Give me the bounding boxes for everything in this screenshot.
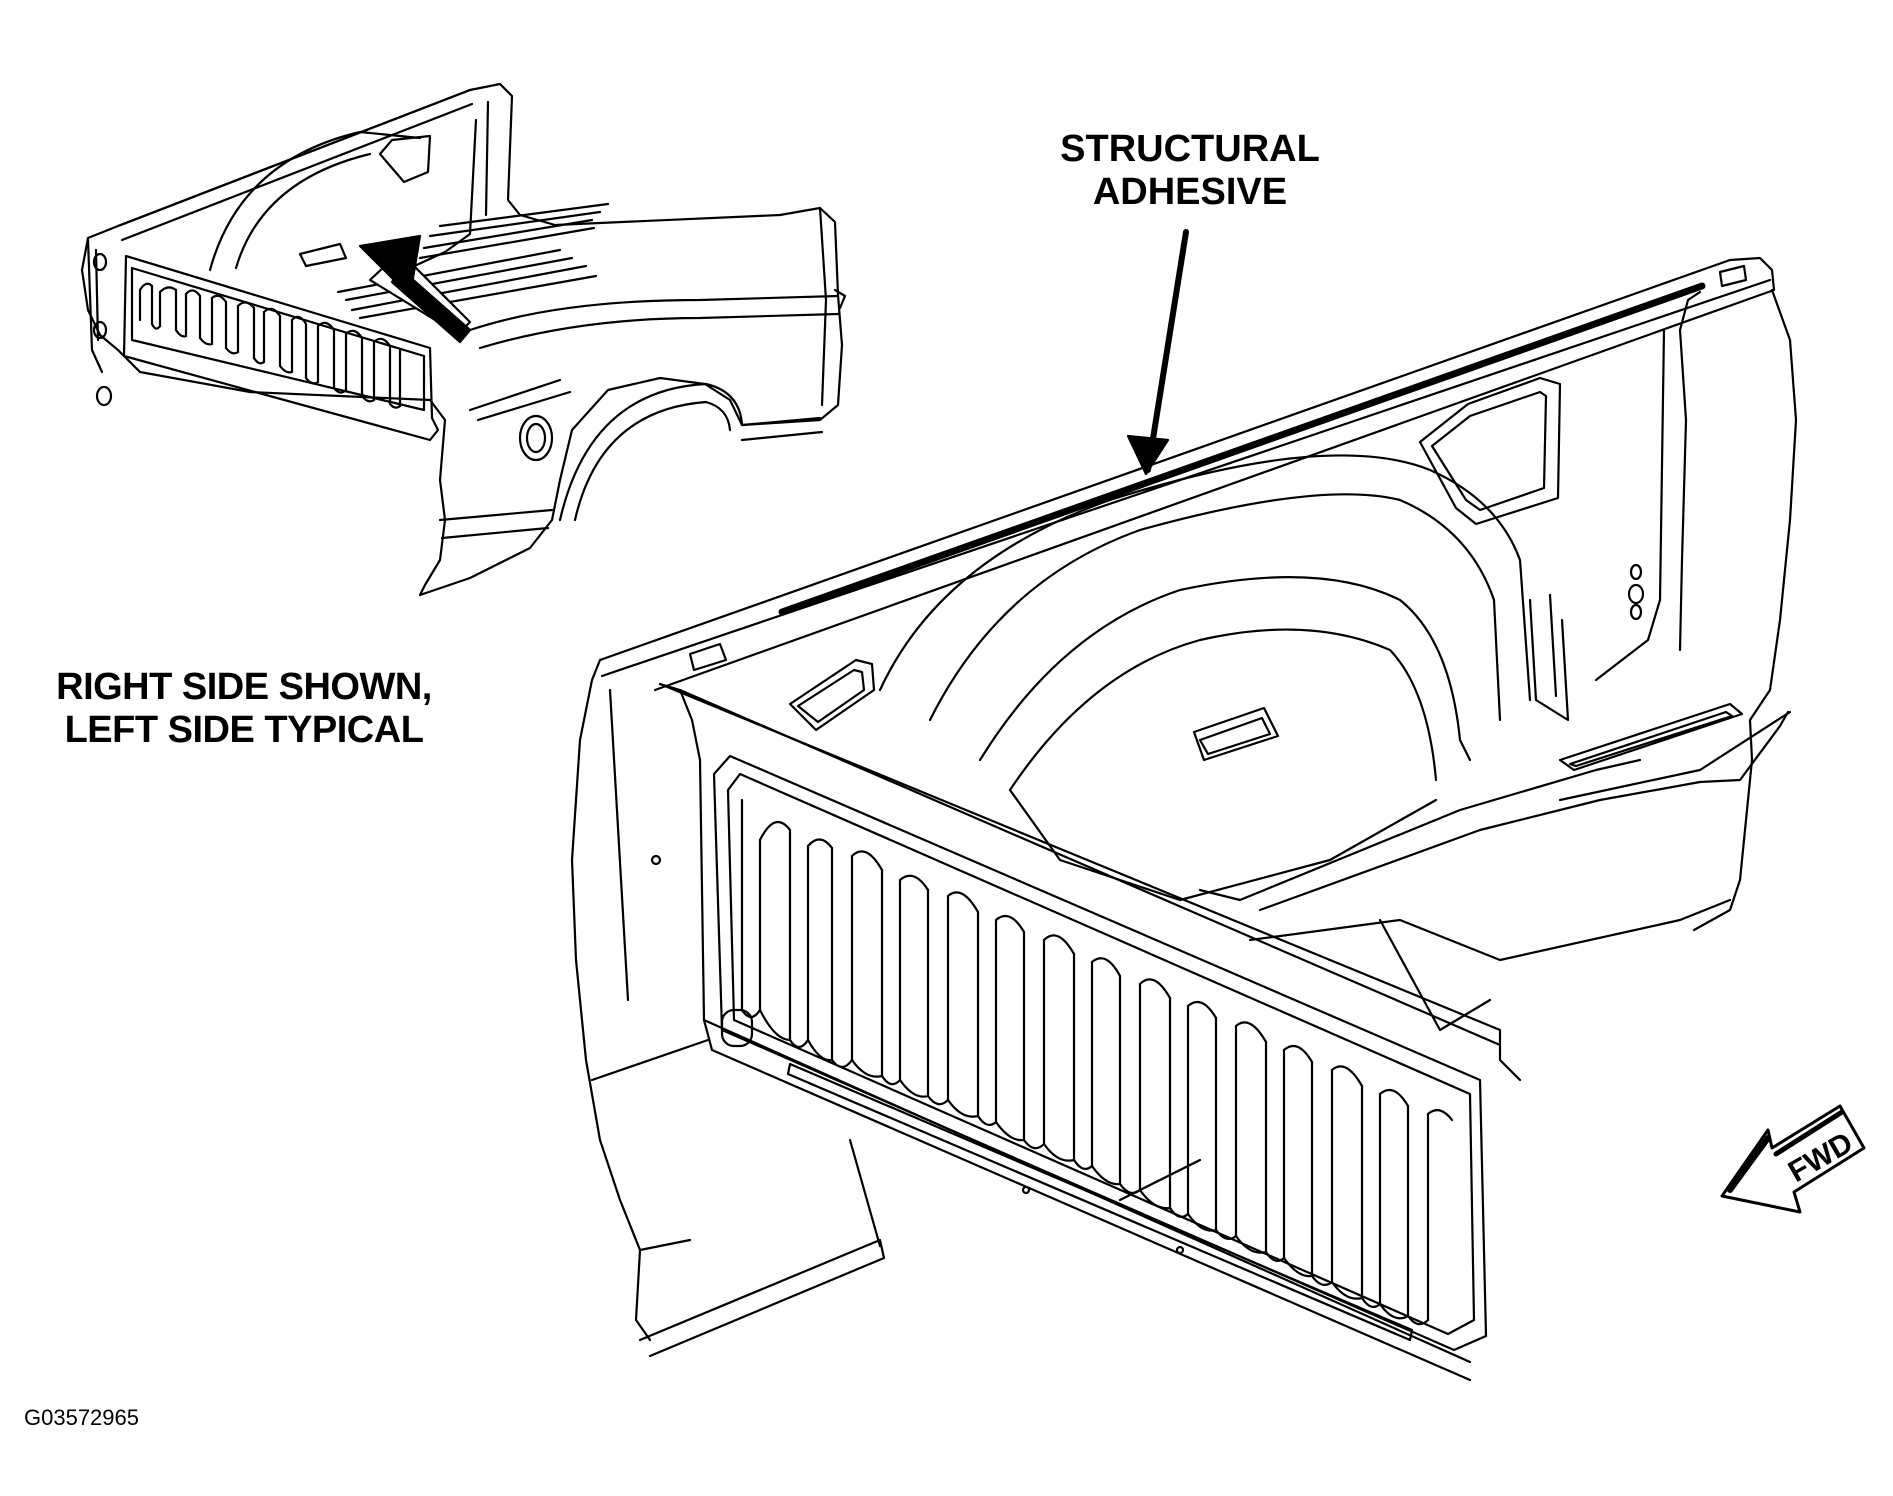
orientation-note: RIGHT SIDE SHOWN, LEFT SIDE TYPICAL xyxy=(24,666,464,751)
note-line-1: RIGHT SIDE SHOWN, xyxy=(56,666,432,708)
figure-id: G03572965 xyxy=(24,1405,139,1430)
detail-truck-bed xyxy=(570,229,1798,1382)
overview-truck-bed xyxy=(80,82,847,597)
callout-line-2: ADHESIVE xyxy=(1092,170,1288,213)
note-line-2: LEFT SIDE TYPICAL xyxy=(64,708,424,751)
fwd-arrow-icon xyxy=(1720,1104,1866,1214)
callout-line-1: STRUCTURAL xyxy=(1060,128,1320,170)
structural-adhesive-callout: STRUCTURAL ADHESIVE xyxy=(1000,128,1380,213)
